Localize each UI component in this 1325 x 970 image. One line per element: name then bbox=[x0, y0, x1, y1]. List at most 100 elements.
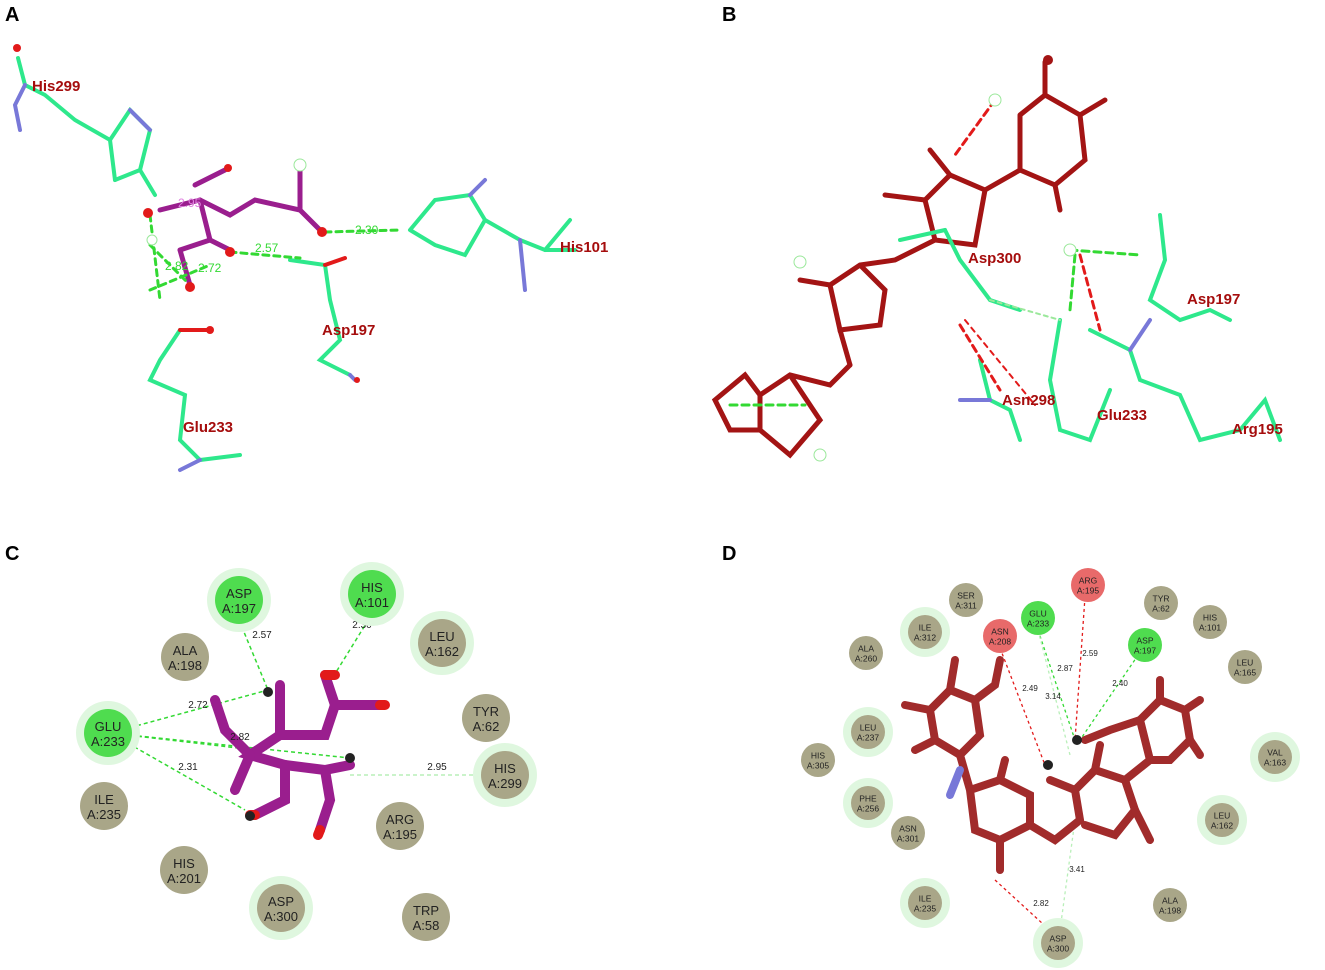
residue-d-name: SER bbox=[957, 591, 974, 601]
residue-c-id: A:235 bbox=[87, 807, 121, 822]
panel-d-interactions bbox=[994, 596, 1146, 936]
residue-d-id: A:62 bbox=[1152, 604, 1170, 614]
residue-c-id: A:197 bbox=[222, 601, 256, 616]
residue-c-name: HIS bbox=[361, 580, 383, 595]
residue-d-disc bbox=[1144, 586, 1178, 620]
label-glu233: Glu233 bbox=[183, 419, 233, 436]
distance-c-2: 2.72 bbox=[188, 700, 208, 711]
residue-c-disc bbox=[481, 751, 529, 799]
residue-d-id: A:256 bbox=[857, 804, 879, 814]
residue-d-disc bbox=[851, 786, 885, 820]
residue-d-disc bbox=[891, 816, 925, 850]
residue-d-name: ASP bbox=[1136, 636, 1153, 646]
residue-d-name: HIS bbox=[811, 751, 826, 761]
residue-c-name: LEU bbox=[429, 629, 454, 644]
label-asn298: Asn298 bbox=[1002, 392, 1055, 409]
residue-c-name: ASP bbox=[226, 586, 252, 601]
residue-d-id: A:198 bbox=[1159, 906, 1181, 916]
residue-d-name: ALA bbox=[1162, 896, 1178, 906]
residue-c-id: A:58 bbox=[413, 918, 440, 933]
residue-d-id: A:312 bbox=[914, 633, 936, 643]
distance-a-3: 2.82 bbox=[165, 259, 189, 273]
residue-c-id: A:101 bbox=[355, 595, 389, 610]
residue-c-name: ARG bbox=[386, 812, 414, 827]
panel-a-structure bbox=[12, 44, 577, 472]
distance-a-2: 2.72 bbox=[198, 261, 222, 275]
panel-d-ligand-atoms bbox=[946, 735, 1082, 799]
residue-c-id: A:233 bbox=[91, 734, 125, 749]
residue-d-name: LEU bbox=[1214, 811, 1231, 821]
residue-d-id: A:305 bbox=[807, 761, 829, 771]
residue-d-id: A:237 bbox=[857, 733, 879, 743]
panel-c-distances: 2.57 2.30 2.72 2.82 2.31 2.95 bbox=[178, 620, 447, 773]
residue-c-id: A:300 bbox=[264, 909, 298, 924]
residue-c-id: A:201 bbox=[167, 871, 201, 886]
panel-b-labels: Asp300 Asp197 Asn298 Glu233 Arg195 bbox=[968, 250, 1283, 438]
residue-d-disc bbox=[849, 636, 883, 670]
label-arg195: Arg195 bbox=[1232, 421, 1283, 438]
distance-c-3: 2.82 bbox=[230, 732, 250, 743]
distance-d-0: 2.87 bbox=[1057, 664, 1073, 673]
label-his101: His101 bbox=[560, 239, 608, 256]
residue-d-id: A:195 bbox=[1077, 586, 1099, 596]
residue-d-disc bbox=[1258, 740, 1292, 774]
distance-c-4: 2.31 bbox=[178, 762, 198, 773]
residue-d-name: ASN bbox=[899, 824, 916, 834]
residue-c-disc bbox=[376, 802, 424, 850]
residue-c-disc bbox=[348, 570, 396, 618]
residue-d-disc bbox=[801, 743, 835, 777]
label-asp197: Asp197 bbox=[322, 322, 375, 339]
residue-c-id: A:299 bbox=[488, 776, 522, 791]
panel-letter-c: C bbox=[5, 543, 20, 565]
panel-d-residues: SERA:311ARGA:195TYRA:62ASNA:208GLUA:233H… bbox=[801, 568, 1300, 968]
residue-c-id: A:198 bbox=[168, 658, 202, 673]
residue-c-name: ALA bbox=[173, 643, 198, 658]
residue-d-disc bbox=[949, 583, 983, 617]
residue-c-disc bbox=[257, 884, 305, 932]
residue-d-name: ARG bbox=[1079, 576, 1097, 586]
distance-d-4: 2.40 bbox=[1112, 679, 1128, 688]
residue-d-disc bbox=[1193, 605, 1227, 639]
residue-d-name: LEU bbox=[860, 723, 877, 733]
residue-d-disc bbox=[1228, 650, 1262, 684]
residue-d-disc bbox=[1021, 601, 1055, 635]
residue-c-id: A:62 bbox=[473, 719, 500, 734]
residue-c-name: TRP bbox=[413, 903, 439, 918]
residue-d-id: A:233 bbox=[1027, 619, 1049, 629]
residue-d-id: A:208 bbox=[989, 637, 1011, 647]
residue-c-id: A:162 bbox=[425, 644, 459, 659]
distance-a-4: 2.95 bbox=[178, 196, 202, 210]
residue-d-disc bbox=[908, 615, 942, 649]
residue-d-disc bbox=[851, 715, 885, 749]
residue-d-id: A:260 bbox=[855, 654, 877, 664]
residue-c-disc bbox=[84, 709, 132, 757]
residue-d-name: LEU bbox=[1237, 658, 1254, 668]
residue-d-disc bbox=[908, 886, 942, 920]
residue-c-disc bbox=[462, 694, 510, 742]
panel-letter-d: D bbox=[722, 543, 737, 565]
panel-a-labels: His299 His101 Asp197 Glu233 2.30 2.57 2.… bbox=[32, 78, 608, 436]
panel-d-ligand bbox=[901, 656, 1204, 874]
residue-d-id: A:101 bbox=[1199, 623, 1221, 633]
residue-d-disc bbox=[1153, 888, 1187, 922]
residue-d-disc bbox=[1041, 926, 1075, 960]
residue-d-disc bbox=[1205, 803, 1239, 837]
residue-d-id: A:162 bbox=[1211, 821, 1233, 831]
residue-d-name: GLU bbox=[1029, 609, 1046, 619]
residue-d-name: TYR bbox=[1153, 594, 1170, 604]
residue-d-id: A:235 bbox=[914, 904, 936, 914]
residue-c-disc bbox=[215, 576, 263, 624]
panel-letter-a: A bbox=[5, 4, 20, 26]
label-glu233-b: Glu233 bbox=[1097, 407, 1147, 424]
residue-c-name: GLU bbox=[95, 719, 122, 734]
residue-d-name: ILE bbox=[919, 623, 932, 633]
residue-d-disc bbox=[1071, 568, 1105, 602]
residue-d-disc bbox=[983, 619, 1017, 653]
residue-d-name: HIS bbox=[1203, 613, 1218, 623]
residue-c-id: A:195 bbox=[383, 827, 417, 842]
distance-d-1: 2.59 bbox=[1082, 649, 1098, 658]
residue-d-name: ALA bbox=[858, 644, 874, 654]
label-asp300: Asp300 bbox=[968, 250, 1021, 267]
residue-c-name: HIS bbox=[494, 761, 516, 776]
